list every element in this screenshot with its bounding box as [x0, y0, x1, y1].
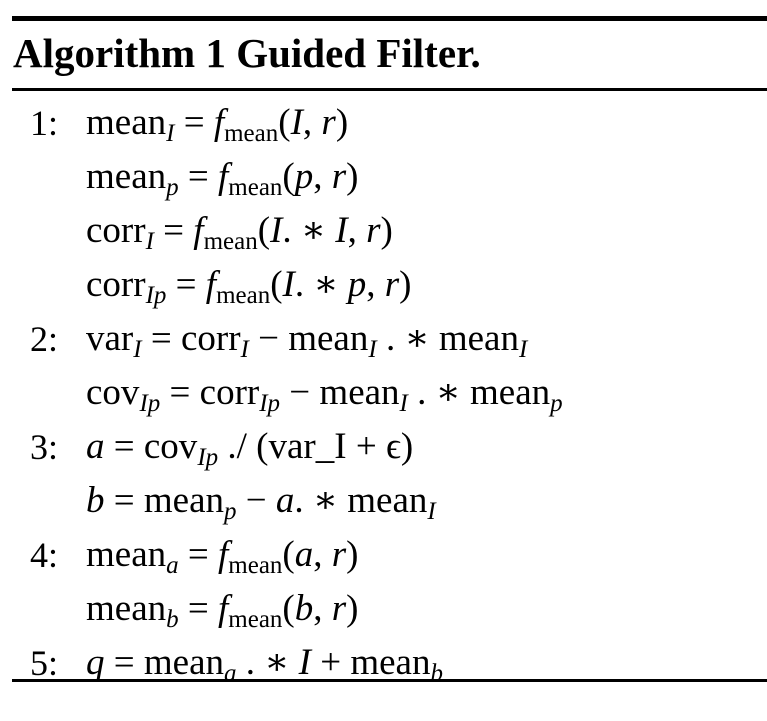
algorithm-mid-rule — [12, 88, 767, 91]
line-number: 3: — [30, 427, 59, 467]
statement-lhs-subscript: b — [166, 606, 179, 633]
algorithm-top-rule — [12, 16, 767, 21]
line-statement: corrI = fmean(I. ∗ I, r) — [86, 210, 393, 255]
line-statement: meanp = fmean(p, r) — [86, 156, 359, 201]
line-statement: q = meana . ∗ I + meanb — [86, 642, 443, 687]
statement-function-subscript: mean — [203, 228, 258, 255]
statement-lhs: corr — [86, 264, 146, 305]
algorithm-body: 1: meanI = fmean(I, r) meanp = fmean(p, r)… — [0, 96, 767, 690]
algorithm-line: corrI = fmean(I. ∗ I, r) — [0, 204, 767, 258]
line-number: 4: — [30, 535, 59, 575]
statement-function-subscript: mean — [228, 606, 283, 633]
statement-args: (I. ∗ I, r) — [257, 210, 393, 251]
statement-function: f — [213, 102, 225, 143]
statement-function-subscript: mean — [216, 282, 271, 309]
statement-lhs-subscript: a — [166, 552, 179, 579]
statement-lhs: mean — [86, 102, 167, 143]
statement-function-subscript: mean — [228, 552, 283, 579]
algorithm-line: corrIp = fmean(I. ∗ p, r) — [0, 258, 767, 312]
line-statement: meanb = fmean(b, r) — [86, 588, 359, 633]
algorithm-line: 4: meana = fmean(a, r) — [0, 528, 767, 582]
algorithm-title: Guided Filter. — [236, 30, 481, 76]
algorithm-line: 2: varI = corrI − meanI . ∗ meanI — [0, 312, 767, 366]
algorithm-line: 5: q = meana . ∗ I + meanb — [0, 636, 767, 690]
statement-function: f — [193, 210, 204, 251]
statement-args: (a, r) — [282, 534, 359, 575]
statement-lhs: mean — [86, 156, 167, 197]
statement-lhs-subscript: I — [145, 228, 154, 255]
statement-args: (I, r) — [278, 102, 349, 143]
statement-lhs-subscript: Ip — [145, 282, 167, 309]
statement-function: f — [218, 588, 229, 629]
statement-function: f — [218, 156, 229, 197]
statement-lhs-subscript: p — [166, 174, 179, 201]
algorithm-line: b = meanp − a. ∗ meanI — [0, 474, 767, 528]
algorithm-caption: Algorithm 1 Guided Filter. — [13, 26, 481, 81]
statement-lhs: mean — [86, 534, 167, 575]
statement-lhs: corr — [86, 210, 146, 251]
statement-args: (p, r) — [282, 156, 359, 197]
line-statement: a = covIp ./ (var_I + ϵ) — [86, 426, 414, 471]
statement-lhs: mean — [86, 588, 167, 629]
statement-args: (I. ∗ p, r) — [270, 264, 412, 305]
statement-function: f — [218, 534, 229, 575]
algorithm-bottom-rule — [12, 679, 767, 682]
line-statement: meana = fmean(a, r) — [86, 534, 359, 579]
line-statement: meanI = fmean(I, r) — [86, 102, 349, 147]
line-number: 2: — [30, 319, 59, 359]
line-statement: b = meanp − a. ∗ meanI — [86, 480, 436, 525]
statement-function-subscript: mean — [224, 120, 279, 147]
statement-lhs-subscript: I — [166, 120, 175, 147]
statement-function: f — [205, 264, 217, 305]
line-statement: corrIp = fmean(I. ∗ p, r) — [86, 264, 412, 309]
line-statement: covIp = corrIp − meanI . ∗ meanp — [86, 372, 563, 417]
algorithm-line: covIp = corrIp − meanI . ∗ meanp — [0, 366, 767, 420]
line-number: 5: — [30, 643, 59, 683]
statement-function-subscript: mean — [228, 174, 283, 201]
algorithm-label: Algorithm 1 — [13, 30, 226, 76]
line-number: 1: — [30, 103, 59, 143]
statement-args: (b, r) — [282, 588, 359, 629]
algorithm-line: 3: a = covIp ./ (var_I + ϵ) — [0, 420, 767, 474]
line-statement: varI = corrI − meanI . ∗ meanI — [86, 318, 528, 363]
algorithm-line: 1: meanI = fmean(I, r) — [0, 96, 767, 150]
algorithm-line: meanp = fmean(p, r) — [0, 150, 767, 204]
algorithm-line: meanb = fmean(b, r) — [0, 582, 767, 636]
